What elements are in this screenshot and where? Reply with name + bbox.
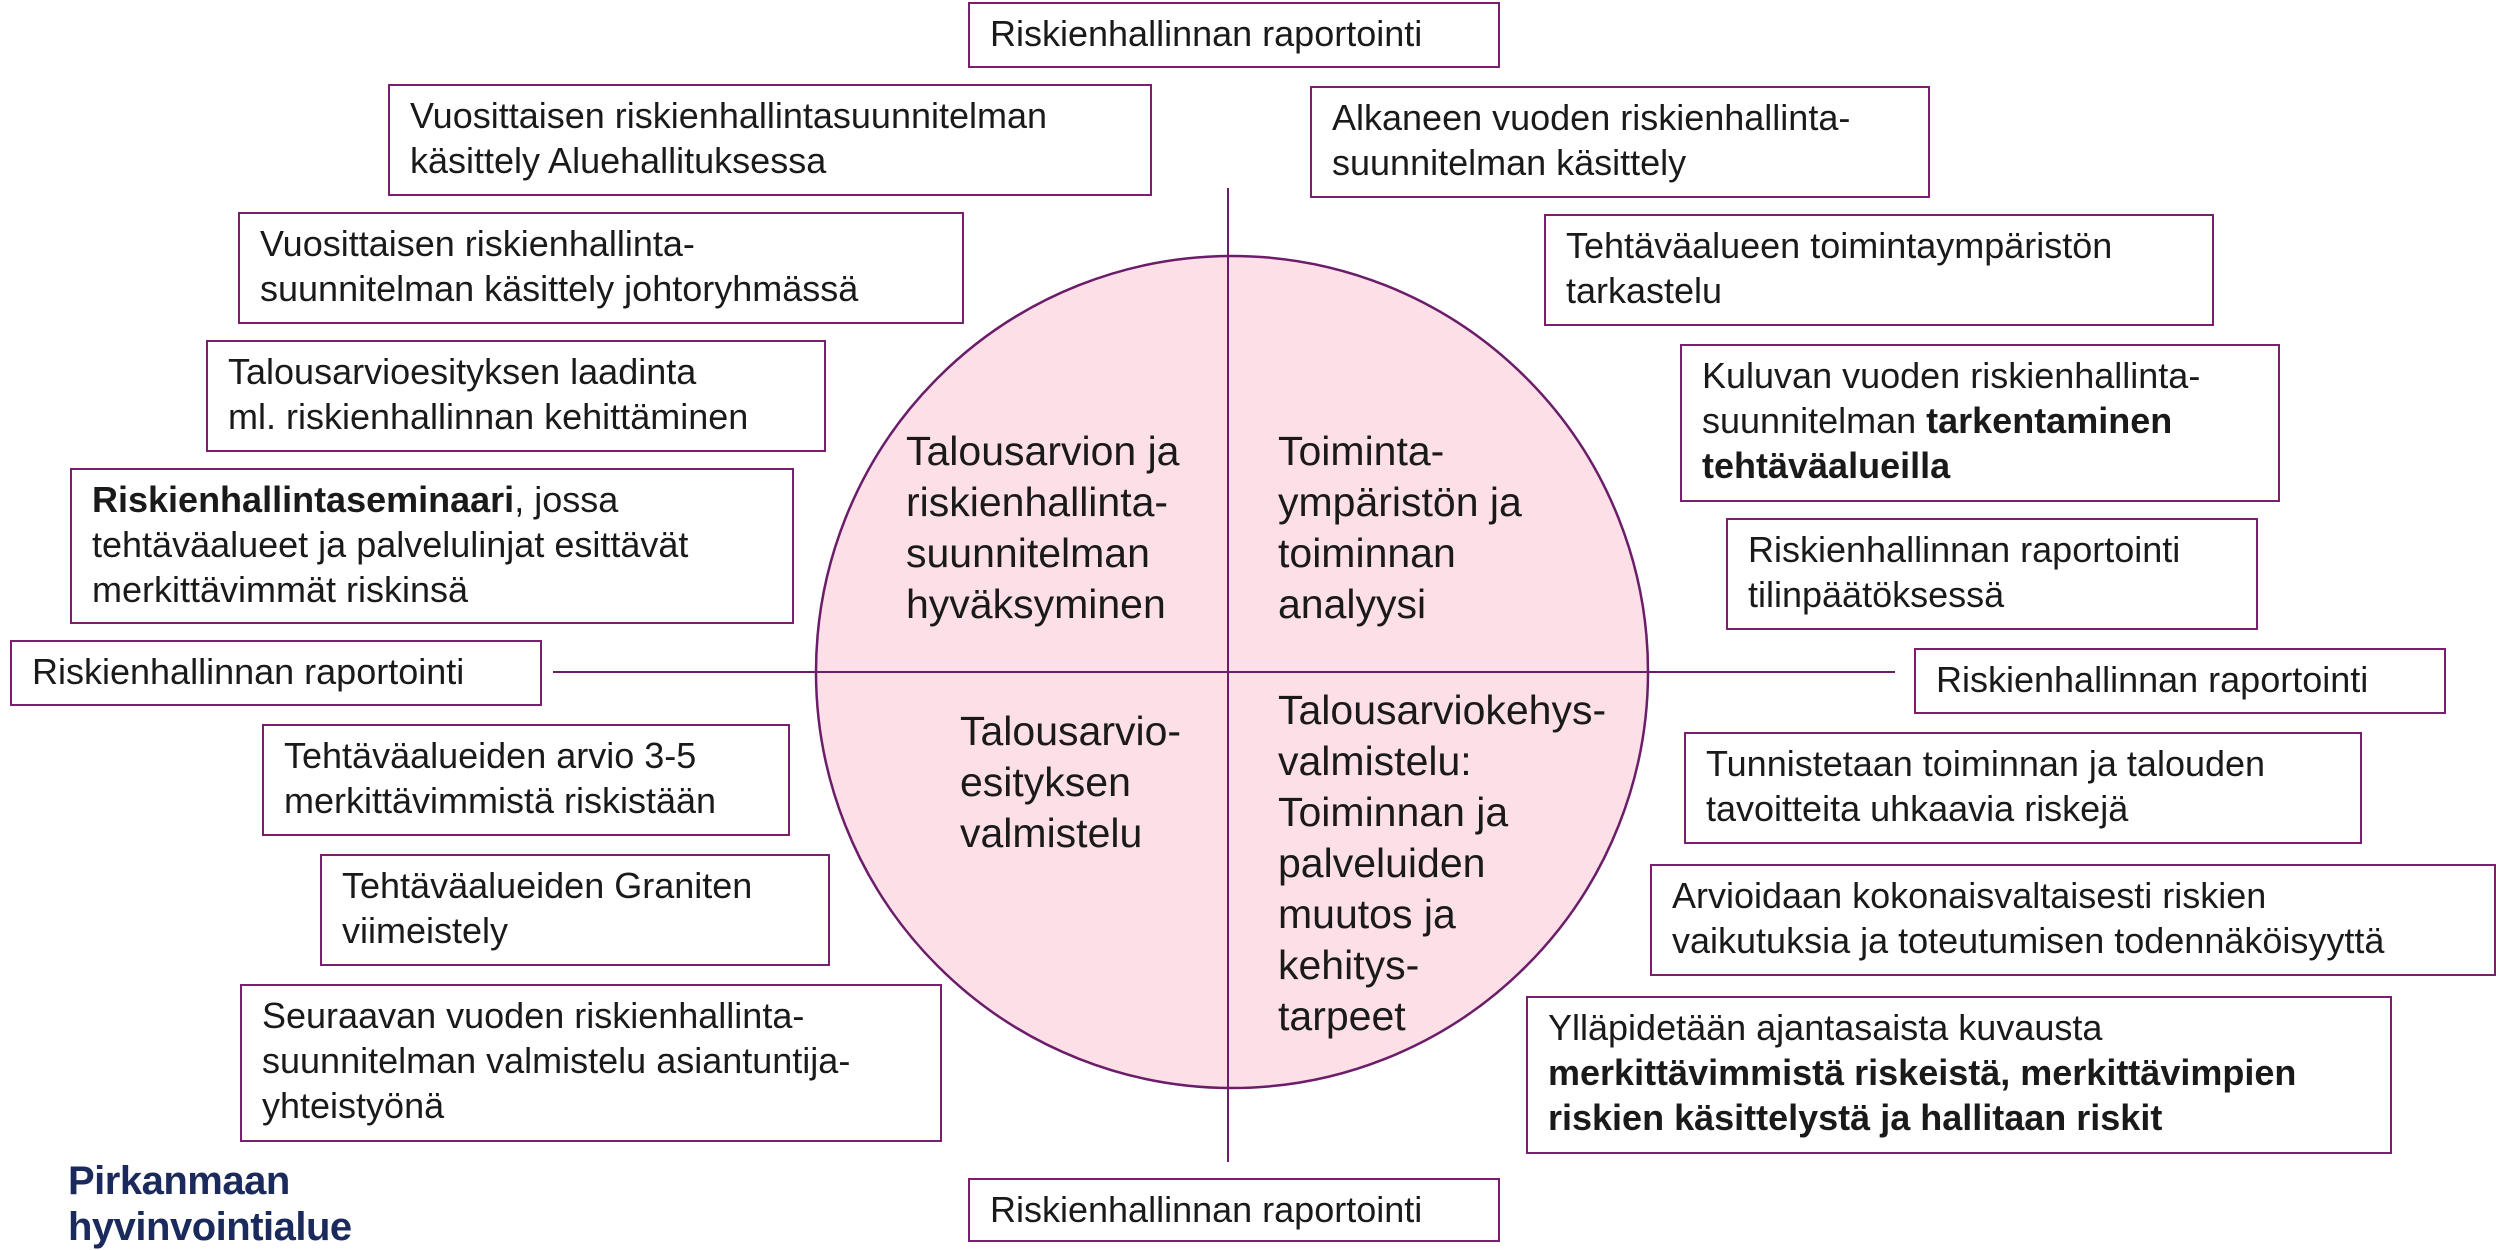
step-box-tl3: Talousarvioesityksen laadinta ml. riskie… — [206, 340, 826, 452]
box-text: Riskienhallinnan raportointi — [1936, 659, 2369, 700]
quadrant-bottom-right: Talousarviokehys- valmistelu: Toiminnan … — [1278, 685, 1606, 1042]
step-box-bl2: Tehtäväalueiden Graniten viimeistely — [320, 854, 830, 966]
step-box-tr3: Kuluvan vuoden riskienhallinta- suunnite… — [1680, 344, 2280, 502]
box-text: , jossa — [514, 479, 619, 520]
quadrant-top-right: Toiminta- ympäristön ja toiminnan analyy… — [1278, 426, 1522, 630]
box-bold-text: merkittävimmistä riskeistä, merkittävimp… — [1548, 1052, 2297, 1093]
logo-text: hyvinvointialue — [68, 1205, 352, 1249]
reporting-box-left: Riskienhallinnan raportointi — [10, 640, 542, 706]
quadrant-text: suunnitelman — [906, 530, 1150, 576]
box-text: Vuosittaisen riskienhallinta- — [260, 223, 695, 264]
step-box-bl1: Tehtäväalueiden arvio 3-5 merkittävimmis… — [262, 724, 790, 836]
quadrant-text: hyväksyminen — [906, 581, 1166, 627]
box-text: vaikutuksia ja toteutumisen todennäköisy… — [1672, 920, 2385, 961]
step-box-tl4: Riskienhallintaseminaari, jossa tehtäväa… — [70, 468, 794, 624]
quadrant-text: valmistelu: — [1278, 738, 1472, 784]
step-box-tl1: Vuosittaisen riskienhallintasuunnitelman… — [388, 84, 1152, 196]
box-text: Arvioidaan kokonaisvaltaisesti riskien — [1672, 875, 2267, 916]
quadrant-text: riskienhallinta- — [906, 479, 1169, 525]
box-text: Kuluvan vuoden riskienhallinta- — [1702, 355, 2201, 396]
box-text: yhteistyönä — [262, 1085, 445, 1126]
box-text: merkittävimmät riskinsä — [92, 569, 469, 610]
box-text: Tehtäväalueiden Graniten — [342, 865, 753, 906]
step-box-br1: Tunnistetaan toiminnan ja talouden tavoi… — [1684, 732, 2362, 844]
quadrant-text: palveluiden — [1278, 840, 1486, 886]
quadrant-text: analyysi — [1278, 581, 1427, 627]
box-text: suunnitelman valmistelu asiantuntija- — [262, 1040, 851, 1081]
quadrant-top-left: Talousarvion ja riskienhallinta- suunnit… — [906, 426, 1180, 630]
box-text: Vuosittaisen riskienhallintasuunnitelman — [410, 95, 1048, 136]
box-text: Riskienhallinnan raportointi — [32, 651, 465, 692]
box-text: Tunnistetaan toiminnan ja talouden — [1706, 743, 2266, 784]
reporting-box-top: Riskienhallinnan raportointi — [968, 2, 1500, 68]
quadrant-text: Talousarvio- — [960, 708, 1182, 754]
box-text: suunnitelman — [1702, 400, 1927, 441]
box-text: Tehtäväalueen toimintaympäristön — [1566, 225, 2113, 266]
box-text: Riskienhallinnan raportointi — [990, 1189, 1423, 1230]
quadrant-text: ympäristön ja — [1278, 479, 1522, 525]
step-box-bl3: Seuraavan vuoden riskienhallinta- suunni… — [240, 984, 942, 1142]
quadrant-text: Toiminta- — [1278, 428, 1445, 474]
quadrant-bottom-left: Talousarvio- esityksen valmistelu — [960, 706, 1181, 859]
box-text: merkittävimmistä riskistään — [284, 780, 717, 821]
quadrant-text: Talousarvion ja — [906, 428, 1180, 474]
box-text: tavoitteita uhkaavia riskejä — [1706, 788, 2129, 829]
box-text: tarkastelu — [1566, 270, 1723, 311]
box-text: viimeistely — [342, 910, 509, 951]
quadrant-text: kehitys- — [1278, 942, 1420, 988]
box-text: Seuraavan vuoden riskienhallinta- — [262, 995, 805, 1036]
step-box-tr2: Tehtäväalueen toimintaympäristön tarkast… — [1544, 214, 2214, 326]
step-box-tl2: Vuosittaisen riskienhallinta- suunnitelm… — [238, 212, 964, 324]
reporting-box-bottom: Riskienhallinnan raportointi — [968, 1178, 1500, 1242]
quadrant-text: tarpeet — [1278, 993, 1406, 1039]
box-bold-text: tehtäväalueilla — [1702, 445, 1951, 486]
quadrant-text: Toiminnan ja — [1278, 789, 1509, 835]
step-box-br2: Arvioidaan kokonaisvaltaisesti riskien v… — [1650, 864, 2496, 976]
box-text: suunnitelman käsittely johtoryhmässä — [260, 268, 859, 309]
box-bold-text: riskien käsittelystä ja hallitaan riskit — [1548, 1097, 2163, 1138]
box-text: Alkaneen vuoden riskienhallinta- — [1332, 97, 1851, 138]
box-text: Riskienhallinnan raportointi — [990, 13, 1423, 54]
box-text: Riskienhallinnan raportointi — [1748, 529, 2181, 570]
logo-text: Pirkanmaan — [68, 1159, 290, 1203]
box-text: Talousarvioesityksen laadinta — [228, 351, 697, 392]
step-box-tr4: Riskienhallinnan raportointi tilinpäätök… — [1726, 518, 2258, 630]
box-text: Ylläpidetään ajantasaista kuvausta — [1548, 1007, 2103, 1048]
quadrant-text: toiminnan — [1278, 530, 1456, 576]
box-text: tehtäväalueet ja palvelulinjat esittävät — [92, 524, 689, 565]
box-text: ml. riskienhallinnan kehittäminen — [228, 396, 749, 437]
box-bold-text: tarkentaminen — [1926, 400, 2173, 441]
quadrant-text: esityksen — [960, 759, 1131, 805]
reporting-box-right: Riskienhallinnan raportointi — [1914, 648, 2446, 714]
box-text: käsittely Aluehallituksessa — [410, 140, 827, 181]
step-box-tr1: Alkaneen vuoden riskienhallinta- suunnit… — [1310, 86, 1930, 198]
quadrant-text: muutos ja — [1278, 891, 1456, 937]
box-text: Tehtäväalueiden arvio 3-5 — [284, 735, 697, 776]
quadrant-text: valmistelu — [960, 810, 1143, 856]
quadrant-text: Talousarviokehys- — [1278, 687, 1607, 733]
box-bold-text: Riskienhallintaseminaari — [92, 479, 515, 520]
step-box-br3: Ylläpidetään ajantasaista kuvausta merki… — [1526, 996, 2392, 1154]
box-text: suunnitelman käsittely — [1332, 142, 1687, 183]
box-text: tilinpäätöksessä — [1748, 574, 2005, 615]
organization-logo: Pirkanmaan hyvinvointialue — [68, 1158, 352, 1250]
